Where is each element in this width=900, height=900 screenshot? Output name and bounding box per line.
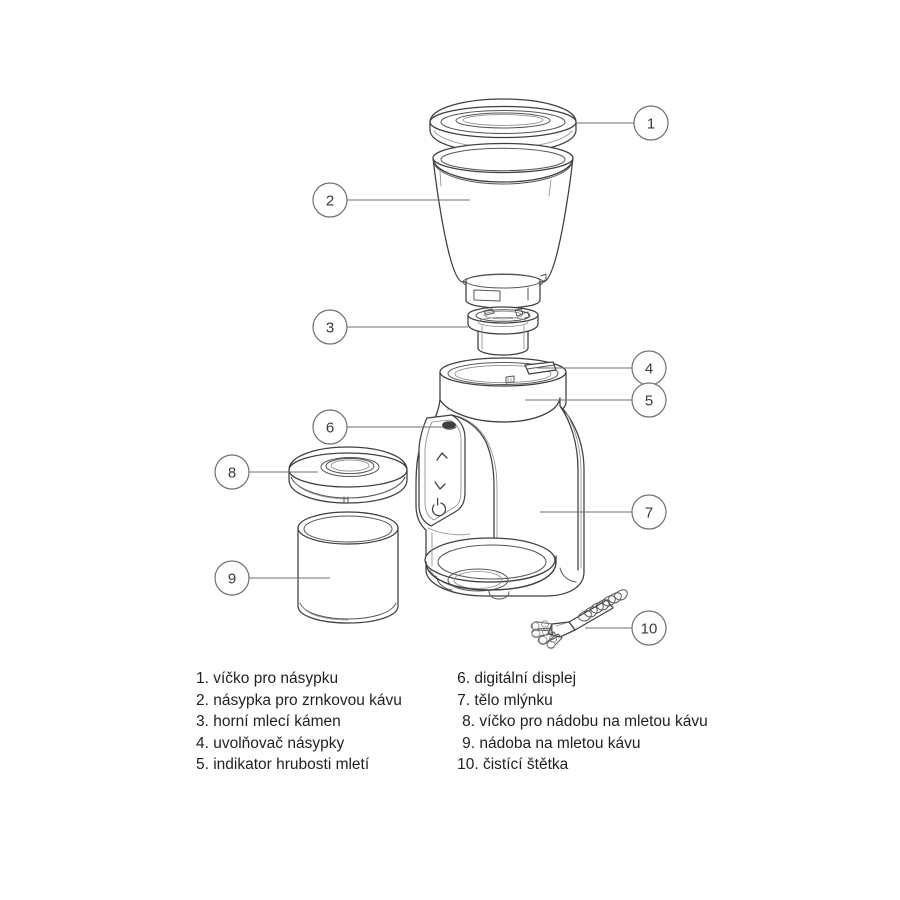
callout-8-label: 8 [228, 465, 236, 482]
part-hopper-lid [429, 98, 577, 154]
callout-7[interactable]: 7 [540, 494, 667, 530]
legend-item-1: 1. víčko pro násypku [196, 670, 339, 687]
legend-item-3: 3. horní mlecí kámen [196, 713, 341, 730]
legend-item-4: 4. uvolňovač násypky [196, 734, 345, 752]
callout-1[interactable]: 1 [575, 105, 669, 141]
callout-3-label: 3 [326, 320, 334, 337]
part-bean-hopper [432, 142, 574, 309]
chevron-down-icon[interactable] [434, 481, 446, 490]
callout-9-label: 9 [228, 571, 236, 588]
part-grinder-body [415, 357, 585, 600]
legend-item-10: 10. čistící štětka [457, 756, 569, 773]
part-upper-burr [467, 306, 539, 356]
legend-item-6: 6. digitální displej [457, 670, 577, 687]
callout-6[interactable]: 6 [312, 409, 443, 445]
power-icon[interactable] [431, 497, 447, 517]
legend-item-7: 7. tělo mlýnku [457, 691, 553, 709]
legend-item-8: 8. víčko pro nádobu na mletou kávu [462, 713, 708, 730]
chevron-up-icon[interactable] [436, 452, 448, 461]
callout-4-label: 4 [645, 361, 653, 378]
part-container-lid [288, 446, 408, 504]
parts-legend: 1. víčko pro násypku 2. násypka pro zrnk… [196, 668, 736, 776]
callout-9[interactable]: 9 [214, 560, 330, 596]
callout-8[interactable]: 8 [214, 454, 318, 490]
part-cleaning-brush [530, 589, 628, 650]
legend-item-2: 2. násypka pro zrnkovou kávu [196, 691, 402, 709]
callout-1-label: 1 [647, 116, 655, 133]
callout-2[interactable]: 2 [312, 182, 470, 218]
legend-column-left: 1. víčko pro násypku 2. násypka pro zrnk… [196, 668, 413, 776]
callout-5-label: 5 [645, 393, 653, 410]
callout-group: 1 2 3 4 5 [214, 105, 669, 646]
callout-10[interactable]: 10 [585, 610, 667, 646]
callout-6-label: 6 [326, 420, 334, 437]
callout-10-label: 10 [641, 621, 658, 638]
callout-7-label: 7 [645, 505, 653, 522]
legend-column-right: 6. digitální displej 7. tělo mlýnku 8. v… [457, 668, 736, 776]
callout-2-label: 2 [326, 193, 334, 210]
legend-item-9: 9. nádoba na mletou kávu [462, 734, 641, 752]
digital-display-window [442, 408, 457, 430]
legend-item-5: 5. indikator hrubosti mletí [196, 756, 370, 773]
part-grounds-container [297, 511, 399, 624]
callout-5[interactable]: 5 [525, 382, 667, 418]
callout-3[interactable]: 3 [312, 309, 468, 345]
